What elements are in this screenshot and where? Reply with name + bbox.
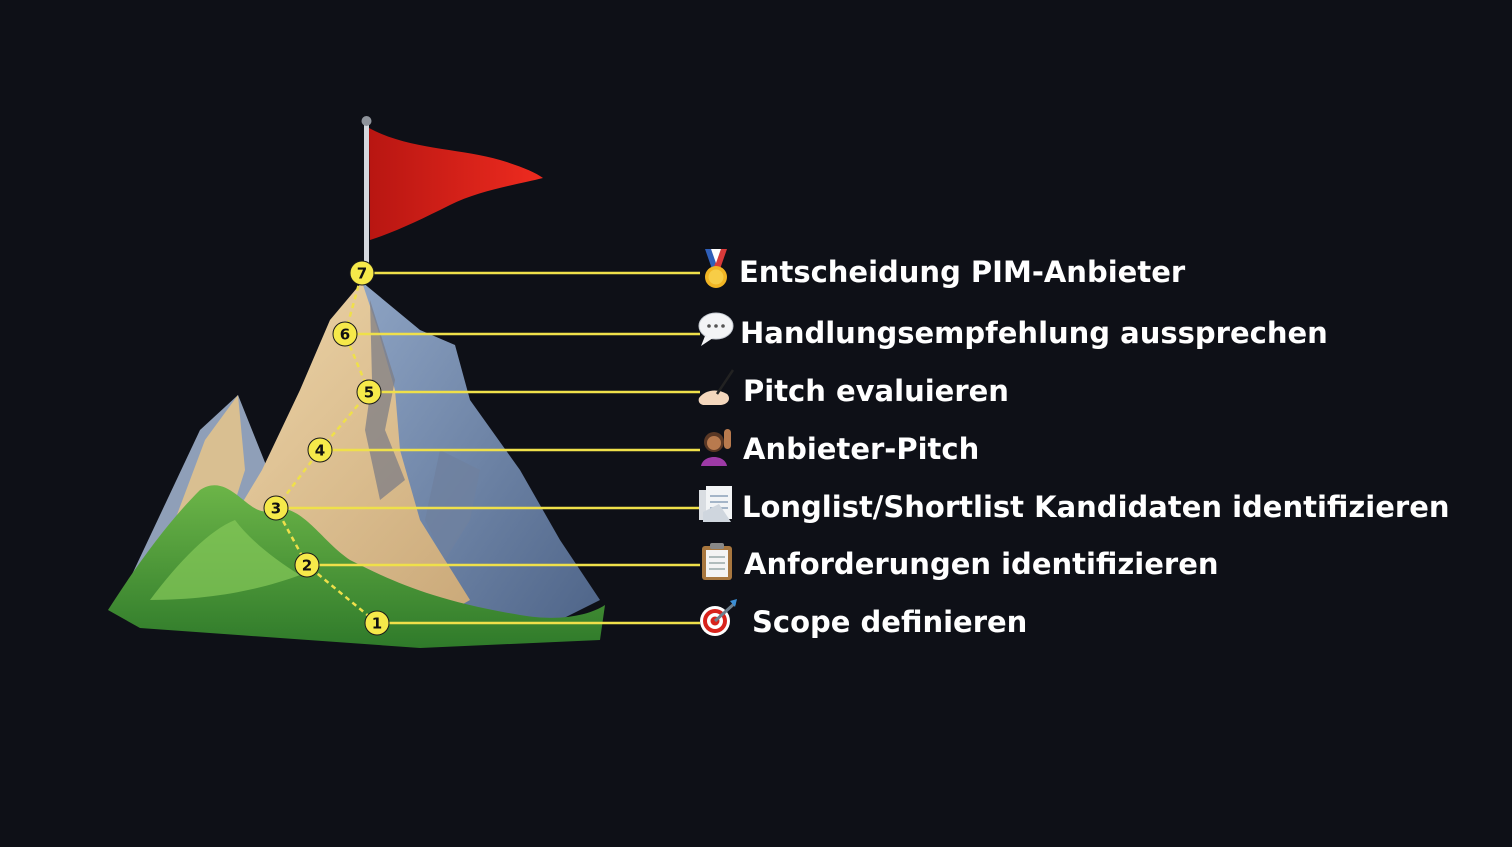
forest-highlight: [150, 520, 300, 600]
step-marker-circle: [349, 260, 375, 286]
step-number: 3: [271, 500, 281, 518]
step-label-7: Entscheidung PIM-Anbieter: [739, 255, 1186, 289]
medal-icon: [697, 249, 737, 289]
trail-segment: [319, 391, 370, 451]
clipboard-icon: [697, 541, 737, 581]
writing-hand-icon: [697, 368, 737, 408]
step-number: 4: [315, 442, 325, 460]
step-label-4: Anbieter-Pitch: [743, 432, 980, 466]
step-marker-2: 2: [294, 552, 320, 578]
step-marker-circle: [263, 495, 289, 521]
step-marker-circle: [356, 379, 382, 405]
raising-hand-person-icon: [697, 426, 737, 466]
step-label-6: Handlungsempfehlung aussprechen: [740, 316, 1328, 350]
step-marker-6: 6: [332, 321, 358, 347]
step-number: 5: [364, 384, 374, 402]
step-label-1: Scope definieren: [752, 605, 1028, 639]
flag-pole-knob: [361, 116, 372, 126]
step-number: 6: [340, 326, 350, 344]
step-number: 1: [372, 615, 382, 633]
step-number: 2: [302, 557, 312, 575]
step-markers: 1 2 3 4 5 6 7: [263, 260, 390, 636]
step-label-2: Anforderungen identifizieren: [744, 547, 1219, 581]
step-marker-circle: [307, 437, 333, 463]
step-marker-3: 3: [263, 495, 289, 521]
step-label-3: Longlist/Shortlist Kandidaten identifizi…: [742, 490, 1450, 524]
step-marker-7: 7: [349, 260, 375, 286]
flag-pole: [364, 122, 369, 277]
step-marker-circle: [294, 552, 320, 578]
flag-banner: [369, 128, 543, 240]
step-label-5: Pitch evaluieren: [743, 374, 1009, 408]
step-marker-1: 1: [364, 610, 390, 636]
target-icon: [697, 599, 737, 639]
step-marker-4: 4: [307, 437, 333, 463]
speech-bubble-icon: [697, 310, 737, 350]
trail-segment: [306, 564, 378, 624]
step-marker-circle: [364, 610, 390, 636]
mountain-shadow-streak-2: [425, 450, 480, 560]
step-marker-5: 5: [356, 379, 382, 405]
step-number: 7: [357, 265, 367, 283]
documents-icon: [697, 484, 737, 524]
step-marker-circle: [332, 321, 358, 347]
